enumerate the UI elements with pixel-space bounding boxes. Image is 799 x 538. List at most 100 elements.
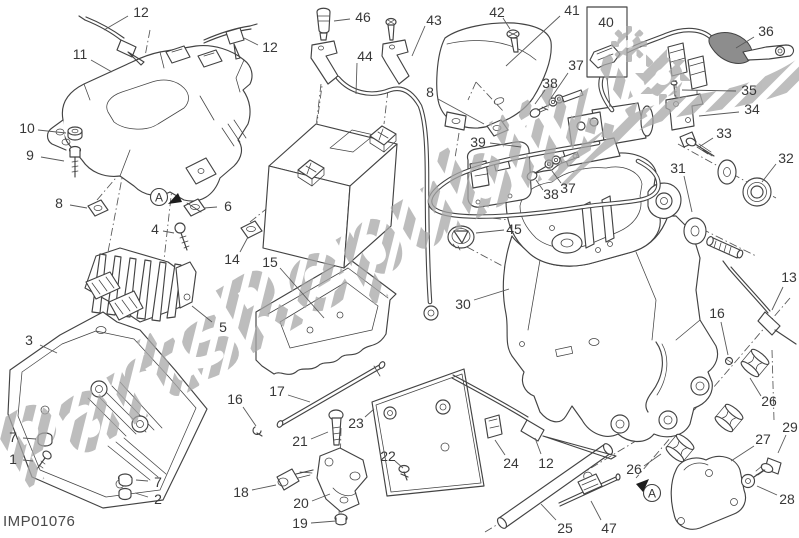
view-marker-arrow-icon	[636, 479, 649, 492]
callout-37: 37	[560, 180, 576, 196]
leader-5	[191, 305, 213, 323]
view-marker-circle	[642, 483, 662, 503]
callout-4: 4	[151, 221, 159, 237]
leader-22	[394, 460, 404, 469]
view-marker-letter: A	[155, 191, 163, 205]
leader-35	[681, 89, 737, 92]
callout-41: 41	[564, 2, 580, 18]
view-marker-arrow-icon	[168, 193, 182, 204]
callout-33: 33	[716, 125, 732, 141]
leader-13	[771, 286, 784, 311]
part-grommet-32	[742, 177, 772, 207]
part-screw-18	[276, 468, 314, 491]
leader-38	[535, 179, 544, 191]
callout-21: 21	[292, 433, 308, 449]
callout-26: 26	[761, 393, 777, 409]
leader-46	[333, 18, 351, 22]
part-hardware-37-38-upper	[529, 89, 584, 118]
callout-35: 35	[741, 82, 757, 98]
callout-14: 14	[224, 251, 240, 267]
callout-9: 9	[26, 147, 34, 163]
part-bracket-43	[381, 39, 410, 85]
leader-19	[310, 520, 337, 524]
leader-15	[279, 267, 325, 319]
part-cap-46	[316, 7, 331, 41]
leader-18	[251, 484, 277, 491]
callout-43: 43	[426, 12, 442, 28]
callout-24: 24	[503, 455, 519, 471]
leader-40	[606, 77, 611, 108]
callout-7: 7	[154, 474, 162, 490]
leader-4	[162, 230, 175, 234]
part-clip-nut-14	[240, 220, 263, 239]
callout-30: 30	[455, 296, 471, 312]
part-support-bracket	[670, 455, 747, 530]
leader-42	[502, 17, 511, 30]
leader-1	[22, 459, 34, 462]
callout-12: 12	[133, 4, 149, 20]
callout-16: 16	[709, 305, 725, 321]
leader-26	[643, 453, 662, 467]
part-clip-nut-8-right	[486, 119, 509, 137]
leader-45	[475, 229, 505, 234]
leader-9	[40, 156, 65, 162]
part-clip-16-right	[724, 356, 734, 366]
leader-27	[730, 445, 755, 462]
leader-6	[203, 206, 218, 209]
callout-44: 44	[357, 48, 373, 64]
view-marker-circle	[149, 187, 169, 207]
leader-32	[761, 163, 777, 183]
part-cable-tie-12c	[451, 374, 617, 460]
callout-8: 8	[426, 84, 434, 100]
leader-8	[69, 204, 88, 209]
part-spacer-tube	[496, 443, 614, 529]
part-screw-9	[68, 145, 82, 178]
part-rod-17	[276, 361, 386, 428]
part-screw-33	[679, 131, 715, 157]
part-clip-nut-6	[183, 198, 206, 217]
leader-31	[683, 175, 693, 213]
leader-29	[777, 434, 787, 454]
callout-11: 11	[73, 46, 88, 62]
part-nut-7b	[117, 473, 133, 487]
part-heat-guard	[7, 311, 208, 509]
part-washer-28	[740, 473, 756, 489]
callout-6: 6	[224, 198, 232, 214]
leader-16	[242, 406, 257, 427]
leader-36	[735, 36, 755, 49]
part-spacer-33	[717, 159, 737, 185]
gear-icon	[634, 48, 692, 106]
part-bolt-21	[328, 409, 344, 446]
leader-lines	[22, 15, 787, 524]
leader-7	[22, 437, 37, 440]
part-grommet-45	[447, 225, 475, 251]
leader-24	[494, 439, 506, 456]
leader-26	[749, 377, 762, 397]
leader-33	[698, 137, 714, 148]
leader-7	[135, 479, 149, 482]
part-cable-tie-13	[722, 260, 797, 345]
callout-38: 38	[542, 75, 558, 91]
leader-16	[720, 321, 729, 356]
callout-5: 5	[219, 319, 227, 335]
part-battery-cover	[436, 22, 552, 131]
callout-27: 27	[755, 431, 771, 447]
callout-16: 16	[227, 391, 243, 407]
callout-13: 13	[781, 269, 797, 285]
part-clip-24	[484, 414, 503, 439]
leader-37	[550, 72, 569, 99]
part-screw-29	[753, 457, 782, 478]
part-nut-2	[118, 487, 132, 501]
part-battery	[262, 123, 398, 269]
callout-15: 15	[262, 254, 278, 270]
part-screw-43	[385, 17, 397, 41]
leader-8	[437, 98, 485, 125]
leader-10	[37, 129, 67, 134]
part-voltage-regulator	[84, 247, 197, 323]
leader-3	[39, 344, 58, 354]
leader-43	[411, 25, 426, 57]
callout-7: 7	[9, 429, 17, 445]
callout-29: 29	[782, 419, 798, 435]
